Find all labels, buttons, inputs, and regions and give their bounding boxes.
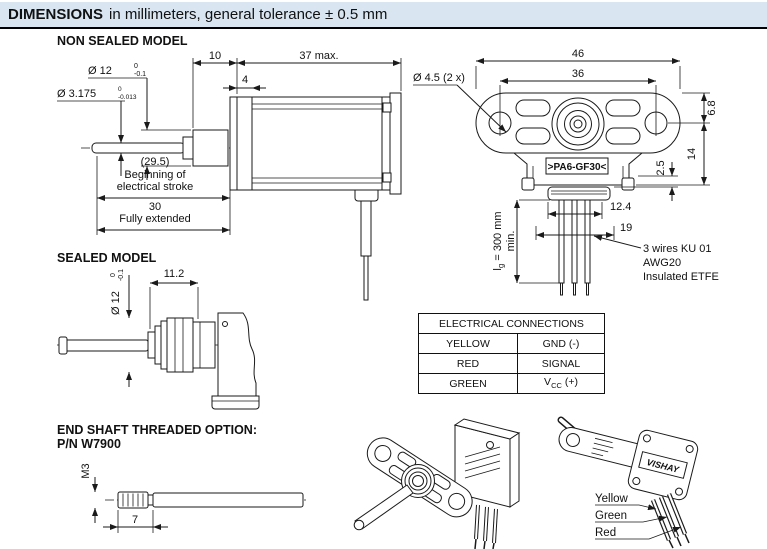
section-header-bar: DIMENSIONS in millimeters, general toler…: [0, 2, 767, 29]
wire-label-yellow: Yellow: [595, 493, 629, 505]
sealed-side-view-drawing: 11.2 Ø 12 0 -0.1: [57, 268, 260, 410]
dim-stroke-caption-1: Beginning of: [124, 169, 186, 181]
dim-thread-size: M3: [80, 463, 92, 478]
table-title: ELECTRICAL CONNECTIONS: [418, 313, 605, 334]
isometric-rear-view-drawing: VISHAY Yellow Green Red: [557, 416, 699, 549]
non-sealed-model-label: NON SEALED MODEL: [57, 34, 188, 48]
wire-label-red: Red: [595, 527, 616, 539]
wire-exit-block: [547, 186, 611, 201]
threaded-shaft-drawing: M3 7: [80, 463, 307, 533]
dim-seal-dia-tol-bot: -0.1: [118, 269, 125, 281]
dim-wire-span: 12.4: [610, 201, 631, 213]
wire-label-green: Green: [595, 510, 627, 522]
front-flange-view-drawing: 46 36 Ø 4.5 (2 x) 6.8 14 2.5 12.4 19 >PA…: [413, 48, 719, 296]
wire-color-cell: YELLOW: [418, 333, 518, 354]
page-subtitle: in millimeters, general tolerance ± 0.5 …: [109, 6, 388, 23]
dim-top-offset: 6.8: [706, 100, 718, 115]
page-title: DIMENSIONS: [8, 6, 104, 23]
lead-length-min: min.: [505, 231, 517, 252]
dim-bushing-length: 10: [209, 50, 221, 62]
dim-flange-width: 46: [572, 48, 584, 60]
sensor-body: [229, 92, 402, 202]
sealed-model-label: SEALED MODEL: [57, 251, 157, 265]
isometric-front-view-drawing: [353, 418, 521, 549]
dim-stroke-value: (29.5): [141, 156, 170, 168]
dim-mid-height: 14: [686, 148, 698, 160]
wire-function-cell: GND (-): [517, 333, 605, 354]
dimension-lines: [126, 275, 199, 387]
dim-seal-length: 11.2: [164, 268, 185, 280]
shaft: [91, 142, 186, 154]
dim-seal-dia-tol-top: 0: [110, 273, 117, 277]
dimension-lines: [57, 58, 402, 235]
dimension-lines: [92, 477, 168, 533]
dim-hole-span: 36: [572, 68, 584, 80]
dim-extended-caption: Fully extended: [119, 213, 191, 225]
dim-shaft-dia: Ø 3.175: [57, 88, 96, 100]
bushing: [182, 129, 229, 167]
table-row: YELLOW GND (-): [418, 333, 605, 354]
brand-logo-box: [638, 451, 688, 479]
cable: [360, 200, 372, 301]
dim-tab-height: 2.5: [655, 160, 667, 175]
dimension-lines: [413, 58, 710, 284]
dim-shaft-dia-tol-bot: -0.013: [118, 94, 137, 101]
wires-note-3: Insulated ETFE: [643, 271, 719, 283]
dim-body-length: 37 max.: [299, 50, 338, 62]
wires-note-1: 3 wires KU 01: [643, 243, 711, 255]
center-boss: [551, 97, 605, 151]
dim-bushing-dia-tol-bot: -0.1: [134, 71, 146, 78]
table-row: RED SIGNAL: [418, 353, 605, 374]
shaft: [152, 492, 304, 508]
wire-color-cell: RED: [418, 353, 518, 374]
non-sealed-side-view-drawing: 10 37 max. 4 Ø 12 0 -0.1 Ø 3.175 0 -0.01…: [57, 50, 402, 301]
dim-step: 4: [242, 74, 248, 86]
table-row: GREEN VCC (+): [418, 373, 605, 394]
dim-extended-value: 30: [149, 201, 161, 213]
threaded-option-label: END SHAFT THREADED OPTION: P/N W7900: [57, 423, 257, 451]
dim-hole-dia: Ø 4.5 (2 x): [413, 72, 465, 84]
marking-box: [545, 157, 609, 175]
dim-stroke-caption-2: electrical stroke: [117, 181, 193, 193]
seal-bellows: [147, 317, 216, 373]
rear-plate-3d: VISHAY: [627, 429, 699, 501]
threaded-section: [117, 491, 154, 509]
material-marking: >PA6-GF30<: [548, 162, 607, 173]
body-3d: [453, 418, 521, 508]
mount-foot: [211, 395, 260, 410]
wires-3d: [650, 493, 690, 549]
lower-body: [512, 152, 644, 201]
wires-note-2: AWG20: [643, 257, 681, 269]
wire-color-cell: GREEN: [418, 373, 518, 394]
lead-length-label: lg= 300 mm: [492, 211, 506, 270]
dim-shaft-dia-tol-top: 0: [118, 86, 122, 93]
shaft-3d: [353, 484, 414, 531]
groove: [147, 494, 154, 506]
shaft: [58, 336, 149, 355]
sensor-body-broken: [211, 312, 260, 410]
wire-label-leaders: [595, 504, 682, 540]
dim-bushing-dia-tol-top: 0: [134, 63, 138, 70]
dim-bushing-dia: Ø 12: [88, 65, 112, 77]
dim-seal-dia: Ø 12: [110, 291, 122, 315]
electrical-connections-table: ELECTRICAL CONNECTIONS YELLOW GND (-) RE…: [418, 313, 605, 394]
dim-foot-span: 19: [620, 222, 632, 234]
wire-function-cell: SIGNAL: [517, 353, 605, 374]
wires-3d: [474, 504, 498, 549]
wire-function-cell: VCC (+): [517, 373, 605, 394]
dim-thread-length: 7: [132, 514, 138, 526]
mount-foot: [354, 189, 379, 202]
